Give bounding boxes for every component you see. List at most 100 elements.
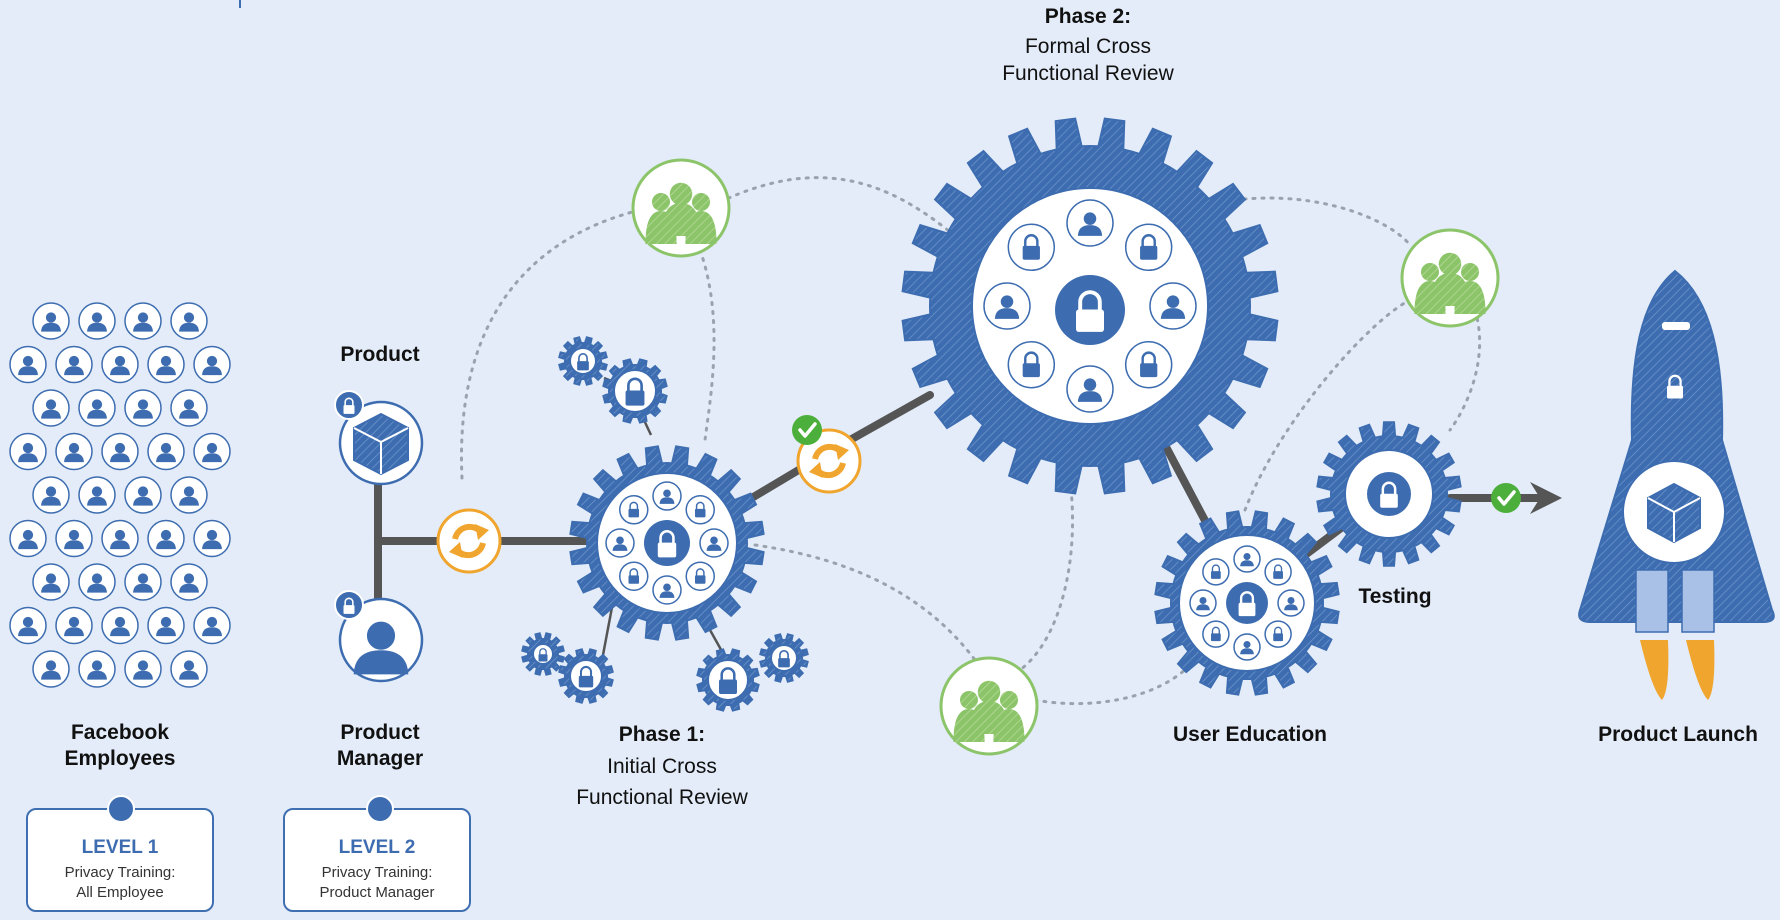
lock-icon: [628, 501, 640, 518]
person-icon: [156, 442, 176, 463]
person-icon: [156, 529, 176, 550]
gear-satellite: [558, 648, 614, 704]
level-2-title: LEVEL 2: [338, 837, 416, 858]
person-icon: [156, 355, 176, 376]
person-icon: [202, 529, 222, 550]
level-2-line2: Product Manager: [319, 884, 435, 902]
person-icon: [179, 312, 199, 332]
person-icon: [18, 616, 38, 637]
lock-badge: [334, 390, 364, 420]
person-icon: [202, 616, 222, 637]
person-icon: [87, 486, 107, 506]
level-1-card: LEVEL 1 Privacy Training: All Employee: [26, 808, 214, 912]
person-icon: [994, 295, 1020, 319]
person-icon: [18, 442, 38, 463]
person-icon: [18, 355, 38, 376]
person-icon: [612, 536, 628, 551]
label-product-manager: Product Manager: [300, 720, 460, 773]
level-2-card: LEVEL 2 Privacy Training: Product Manage…: [283, 808, 471, 912]
label-product-launch: Product Launch: [1588, 722, 1768, 748]
label-testing: Testing: [1345, 584, 1445, 610]
label-phase2: Phase 2: Formal Cross Functional Review: [968, 4, 1208, 87]
lock-icon: [1273, 564, 1283, 579]
lock-icon: [778, 650, 790, 668]
lock-icon: [577, 353, 589, 371]
person-icon: [110, 616, 130, 637]
check-icon: [792, 415, 822, 445]
person-icon: [659, 489, 675, 504]
facebook-box-icon: [1647, 482, 1701, 544]
person-icon: [64, 529, 84, 550]
lock-icon: [1022, 351, 1040, 378]
person-icon: [202, 355, 222, 376]
lock-icon: [1076, 290, 1104, 332]
label-phase1: Phase 1: Initial Cross Functional Review: [552, 722, 772, 811]
label-phase1-line2: Functional Review: [576, 785, 748, 809]
lock-icon: [538, 648, 548, 662]
employees-grid: [9, 302, 231, 688]
lock-icon: [1667, 374, 1683, 399]
rocket-icon: [1578, 269, 1775, 700]
label-user-education-text: User Education: [1172, 723, 1328, 746]
person-icon: [110, 355, 130, 376]
person-icon: [1284, 597, 1298, 611]
person-icon: [64, 355, 84, 376]
lock-icon: [1211, 626, 1221, 642]
product-node: [334, 390, 424, 486]
person-icon: [179, 573, 199, 593]
level-1-title: LEVEL 1: [81, 837, 159, 858]
person-icon: [179, 399, 199, 419]
check-icon: [1491, 483, 1521, 513]
label-product-text: Product: [340, 343, 420, 366]
lock-icon: [1022, 234, 1040, 260]
lock-icon: [107, 795, 135, 823]
lock-icon: [1211, 564, 1221, 579]
sync-icon: [436, 508, 502, 574]
lock-icon: [694, 501, 706, 518]
label-phase1-title: Phase 1:: [618, 723, 706, 746]
person-icon: [133, 312, 153, 332]
product-manager-node: [334, 590, 424, 683]
label-phase2-title: Phase 2:: [1044, 5, 1132, 28]
gear-satellite: [602, 358, 668, 424]
lock-icon: [366, 795, 394, 823]
lock-icon: [1380, 481, 1398, 508]
lock-icon: [343, 397, 355, 414]
label-facebook-employees: Facebook Employees: [40, 720, 200, 773]
level-1-line1: Privacy Training:: [64, 864, 176, 881]
arrow-right-icon: [1530, 482, 1562, 514]
person-icon: [1160, 295, 1186, 319]
person-icon: [659, 583, 675, 598]
lock-icon: [1140, 234, 1158, 260]
group-icon: [939, 656, 1039, 756]
gear-satellite: [759, 633, 809, 683]
lock-icon: [1140, 351, 1158, 378]
label-employees-line2: Employees: [64, 747, 176, 771]
person-icon: [110, 529, 130, 550]
label-testing-text: Testing: [1358, 585, 1432, 608]
gear-phase-2: [901, 117, 1279, 495]
lock-icon: [694, 568, 706, 584]
person-icon: [1077, 378, 1103, 402]
person-icon: [87, 312, 107, 332]
gear-testing: [1316, 421, 1462, 567]
lock-icon: [719, 667, 737, 694]
label-phase1-line1: Initial Cross: [607, 755, 717, 779]
gears-layer: [521, 117, 1462, 712]
lock-icon: [343, 597, 355, 614]
person-icon: [110, 442, 130, 463]
person-icon: [64, 442, 84, 463]
satellite-link: [601, 601, 615, 656]
label-pm-line1: Product: [340, 721, 420, 744]
label-product: Product: [320, 342, 440, 368]
level-1-line2: All Employee: [76, 884, 164, 902]
lock-icon: [1273, 626, 1283, 642]
label-product-launch-text: Product Launch: [1598, 723, 1758, 746]
person-icon: [1240, 553, 1254, 567]
level-2-desc: Privacy Training: Product Manager: [285, 863, 469, 904]
person-icon: [41, 312, 61, 332]
nodes-layer: [9, 158, 1775, 756]
gear-phase-1: [569, 445, 765, 641]
person-icon: [87, 399, 107, 419]
